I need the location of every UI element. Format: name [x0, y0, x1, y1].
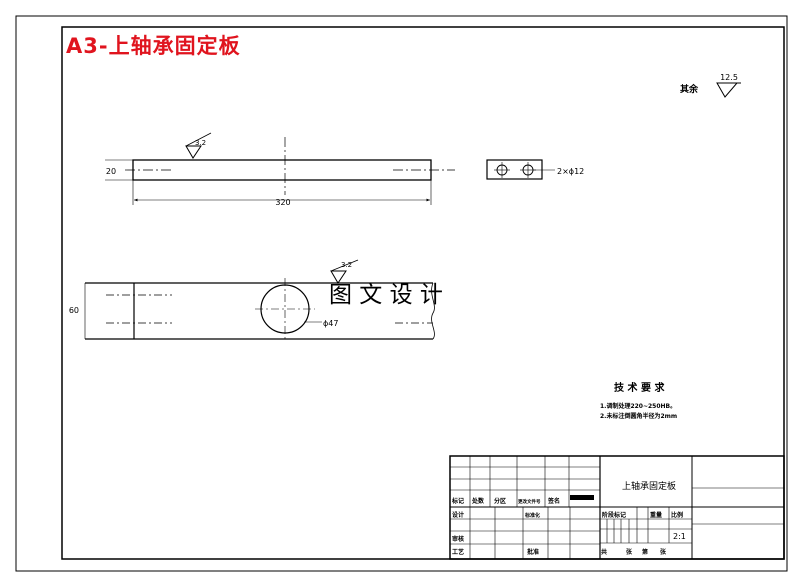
- roughness-symbol-icon: [185, 132, 212, 159]
- label-sign: 签名: [547, 497, 560, 505]
- label-count: 处数: [471, 497, 485, 505]
- label-sheet-no: 第: [641, 548, 648, 556]
- dim-length: 320: [275, 198, 290, 207]
- side-outline: [486, 159, 543, 180]
- label-weight: 重量: [650, 511, 662, 519]
- title-block: [449, 455, 785, 560]
- side-view: 2×ϕ12: [486, 159, 584, 180]
- outer-frame: [15, 15, 788, 572]
- roughness-symbol-icon: [330, 259, 359, 284]
- finish-value: 12.5: [720, 73, 738, 82]
- banner-title: A3-上轴承固定板: [66, 34, 241, 58]
- label-standardize: 标准化: [524, 512, 540, 519]
- part-name: 上轴承固定板: [622, 480, 676, 492]
- sign-box-fill: [570, 495, 594, 500]
- bearing-hole-icon: [260, 284, 310, 334]
- scale-value: 2:1: [673, 532, 686, 541]
- tech-req-heading: 技 术 要 求: [614, 381, 665, 394]
- label-sheet: 张: [626, 548, 633, 556]
- tech-req-item-2: 2.未标注倒圆角半径为2mm: [600, 412, 677, 420]
- roughness-top: 3.2: [195, 139, 206, 147]
- tech-req-item-1: 1.调制处理220~250HB。: [600, 402, 676, 410]
- plate-top-outline: [132, 159, 432, 181]
- dim-hole: ϕ47: [323, 319, 338, 328]
- dim-thickness: 20: [106, 167, 116, 176]
- label-mark: 标记: [451, 497, 464, 505]
- label-zone: 分区: [494, 497, 506, 505]
- finish-label: 其余: [680, 83, 699, 95]
- label-sheets-total: 共: [601, 548, 607, 556]
- label-scale: 比例: [671, 511, 683, 519]
- label-stage: 阶段标记: [602, 511, 626, 519]
- label-sheet-unit: 张: [660, 548, 667, 556]
- label-change-doc: 更改文件号: [518, 498, 541, 505]
- hole-left-icon: [494, 162, 510, 178]
- label-process: 工艺: [452, 548, 464, 556]
- holes-note: 2×ϕ12: [557, 167, 584, 176]
- top-view: 20 320 3.2: [105, 132, 455, 207]
- roughness-symbol-icon: [716, 82, 741, 98]
- inner-frame: [61, 26, 785, 560]
- label-approve: 批准: [527, 548, 539, 556]
- watermark: 图 文 设 计: [329, 282, 443, 308]
- label-design: 设计: [452, 511, 464, 519]
- label-review: 审核: [452, 535, 464, 543]
- dim-height: 60: [69, 306, 79, 315]
- bottom-view: 60 ϕ47 3.2: [69, 259, 435, 340]
- roughness-bottom: 3.2: [341, 261, 352, 269]
